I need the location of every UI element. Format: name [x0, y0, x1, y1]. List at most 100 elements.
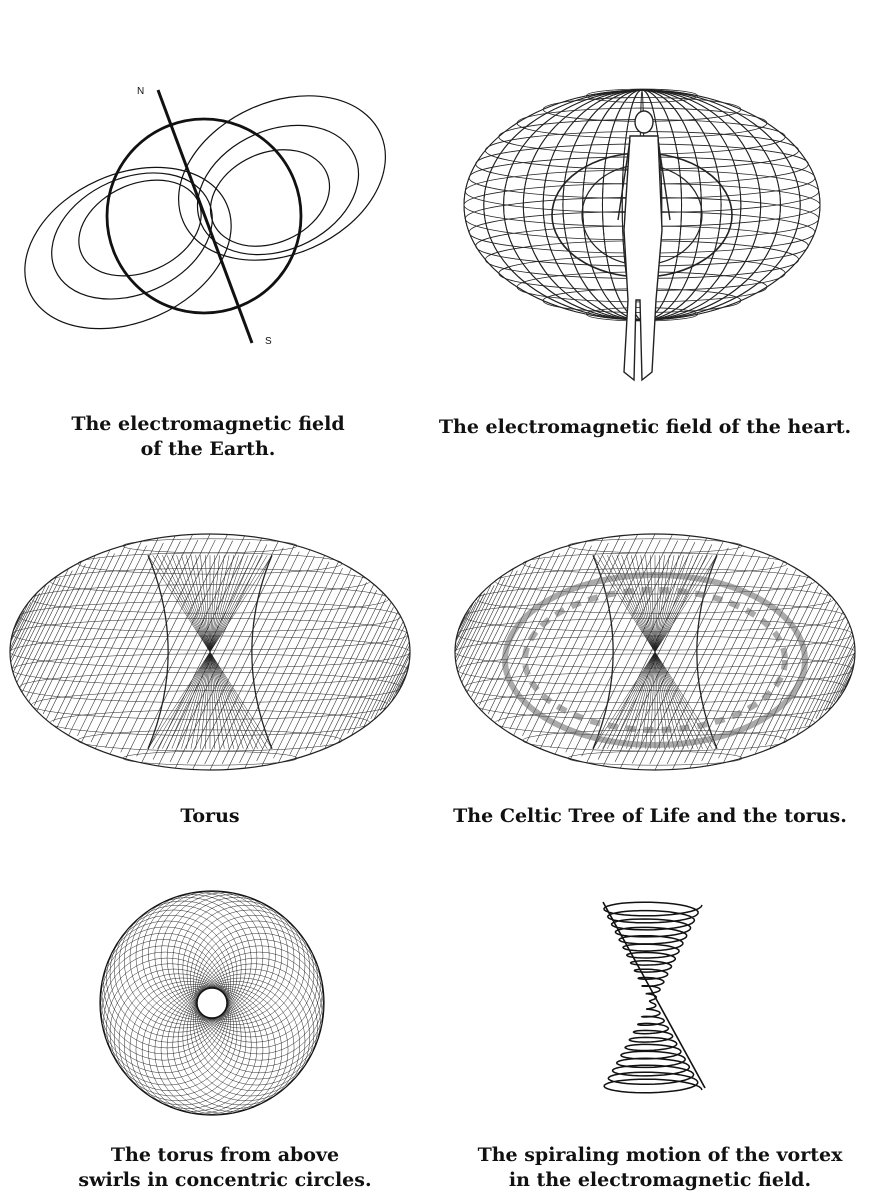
- swirl-circle: [172, 897, 300, 1025]
- mesh-line: [152, 537, 263, 760]
- swirl-circle: [190, 963, 318, 1091]
- mesh-line: [380, 651, 411, 711]
- mesh-line: [278, 582, 367, 764]
- torus-core: [592, 555, 718, 749]
- mesh-line: [454, 592, 483, 650]
- mesh-line: [10, 585, 50, 663]
- mesh-line: [487, 544, 571, 714]
- mesh-line: [204, 549, 311, 765]
- mesh-line: [9, 592, 38, 650]
- mesh-line: [81, 541, 181, 743]
- swirl-circle: [195, 951, 323, 1080]
- torus-from-above-diagram: [99, 890, 325, 1116]
- swirl-circle: [182, 973, 311, 1102]
- mesh-line: [718, 576, 809, 759]
- mesh-line: [256, 568, 352, 762]
- mesh-line: [9, 593, 40, 653]
- mesh-line: [53, 540, 142, 722]
- mesh-line: [305, 592, 384, 751]
- core-outline: [147, 554, 273, 750]
- mesh-line: [157, 544, 268, 767]
- mesh-line: [261, 574, 356, 767]
- celtic-tree-torus-diagram: [454, 533, 856, 771]
- heart-field-diagram: [463, 88, 821, 382]
- outer-rim: [99, 890, 325, 1116]
- mesh-line: [12, 610, 25, 632]
- mesh-line: [620, 547, 729, 769]
- celtic-caption: The Celtic Tree of Life and the torus.: [453, 805, 847, 827]
- magnetic-axis: [156, 89, 254, 344]
- mesh-line: [522, 535, 621, 737]
- mesh-line: [109, 539, 216, 755]
- mesh-line: [456, 602, 474, 640]
- mesh-line: [351, 625, 405, 736]
- figure-arms: [617, 139, 671, 221]
- swirl-circle: [172, 981, 300, 1109]
- mesh-line: [465, 561, 527, 688]
- mesh-line: [244, 567, 343, 769]
- field-line-loop: [178, 95, 386, 261]
- heart-caption: The electromagnetic field of the heart.: [438, 416, 852, 438]
- mesh-line: [779, 611, 844, 740]
- swirl-circle: [135, 892, 264, 1020]
- mesh-line: [370, 641, 410, 719]
- core-line: [592, 555, 718, 749]
- mesh-line: [815, 641, 855, 719]
- mesh-line: [77, 535, 176, 737]
- torus-caption: Torus: [180, 805, 240, 827]
- mesh-line: [466, 564, 531, 693]
- mesh-line: [227, 561, 330, 770]
- mesh-line: [33, 549, 111, 706]
- mesh-line: [21, 564, 86, 693]
- mesh-line: [294, 590, 378, 760]
- swirl-circle: [118, 900, 247, 1029]
- mesh-line: [12, 577, 61, 673]
- mesh-ring: [567, 750, 743, 766]
- swirl-circle: [124, 981, 252, 1109]
- swirl-circle: [106, 915, 234, 1043]
- swirl-circle: [135, 986, 264, 1114]
- mesh-line: [64, 537, 159, 730]
- mesh-line: [15, 568, 69, 679]
- swirl-circle: [103, 920, 231, 1049]
- mesh-line: [388, 662, 410, 703]
- core-line: [147, 555, 273, 749]
- swirl-circle: [195, 926, 323, 1055]
- torus-diagram: [9, 533, 411, 771]
- vortex-spiral-diagram: [602, 901, 706, 1094]
- mesh-line: [825, 651, 856, 711]
- mesh-line: [221, 555, 325, 765]
- swirl-circle: [182, 904, 311, 1033]
- mesh-line: [783, 616, 845, 743]
- mesh-line: [36, 553, 115, 712]
- knot-loop: [522, 587, 788, 733]
- knot-loop: [502, 572, 808, 748]
- mesh-line: [45, 549, 131, 720]
- mesh-line: [804, 631, 853, 727]
- mesh-line: [454, 593, 485, 653]
- mesh-line: [457, 610, 470, 632]
- mesh-line: [602, 544, 713, 767]
- mesh-line: [309, 598, 387, 755]
- north-pole-label: N: [137, 86, 144, 97]
- celtic-knot-ring: [502, 572, 808, 748]
- human-figure: [617, 110, 671, 382]
- mesh-line: [90, 534, 193, 743]
- mesh-line: [455, 585, 495, 663]
- mesh-line: [509, 537, 604, 730]
- mesh-line: [391, 664, 409, 702]
- swirl-circle: [109, 968, 238, 1097]
- field-line-loop: [51, 172, 213, 300]
- swirl-circle: [124, 897, 252, 1025]
- swirl-circle: [101, 951, 229, 1080]
- swirl-circle: [160, 986, 289, 1114]
- mesh-line: [120, 534, 228, 753]
- mesh-line: [136, 535, 245, 757]
- figure-head: [634, 110, 654, 134]
- mesh-line: [239, 561, 339, 763]
- mesh-line: [807, 635, 854, 728]
- swirl-circle: [106, 963, 234, 1091]
- mesh-line: [535, 534, 638, 743]
- mesh-line: [175, 547, 284, 769]
